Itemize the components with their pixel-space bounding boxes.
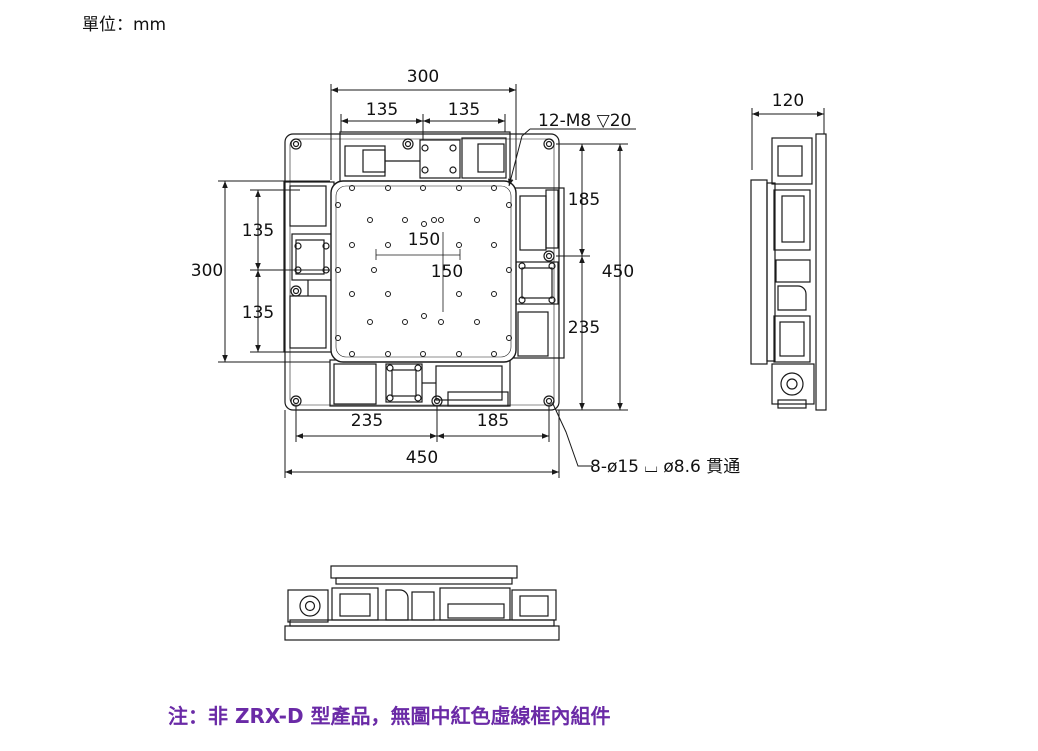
dim-right-lower: 235 [568,318,600,338]
footnote: 注：非 ZRX-D 型產品，無圖中紅色虛線框內組件 [168,704,611,728]
dim-right-overall: 450 [602,262,634,282]
right-actuator [513,187,565,359]
dim-bottom-right: 185 [477,411,509,431]
left-actuator [283,181,335,353]
callout-threaded-holes: 12-M8 ▽20 [538,111,631,131]
side-view [750,133,827,411]
table-holes [335,185,512,357]
dim-bottom-overall: 450 [406,448,438,468]
top-actuator [339,131,511,185]
dimension-lines [218,84,825,478]
dim-top-overall: 300 [407,67,439,87]
dim-bottom-left: 235 [351,411,383,431]
dim-left-overall: 300 [191,261,223,281]
top-view [283,131,565,411]
dim-left-upper: 135 [242,221,274,241]
dim-top-left: 135 [366,100,398,120]
dim-top-right: 135 [448,100,480,120]
base-plate-inner [289,138,555,406]
dim-inner-vertical: 150 [431,262,463,282]
unit-label: 單位：mm [82,15,167,35]
dim-inner-horizontal: 150 [408,230,440,250]
base-plate [284,133,560,411]
rotary-table [330,180,517,363]
bottom-actuator [329,359,511,407]
front-view [284,565,560,641]
dim-side-width: 120 [772,91,804,111]
dim-left-lower: 135 [242,303,274,323]
dimension-text: 300 135 135 300 135 135 150 150 185 235 … [191,67,804,477]
callout-through-holes: 8-ø15 ⌴ ø8.6 貫通 [590,457,740,477]
dim-right-upper: 185 [568,190,600,210]
